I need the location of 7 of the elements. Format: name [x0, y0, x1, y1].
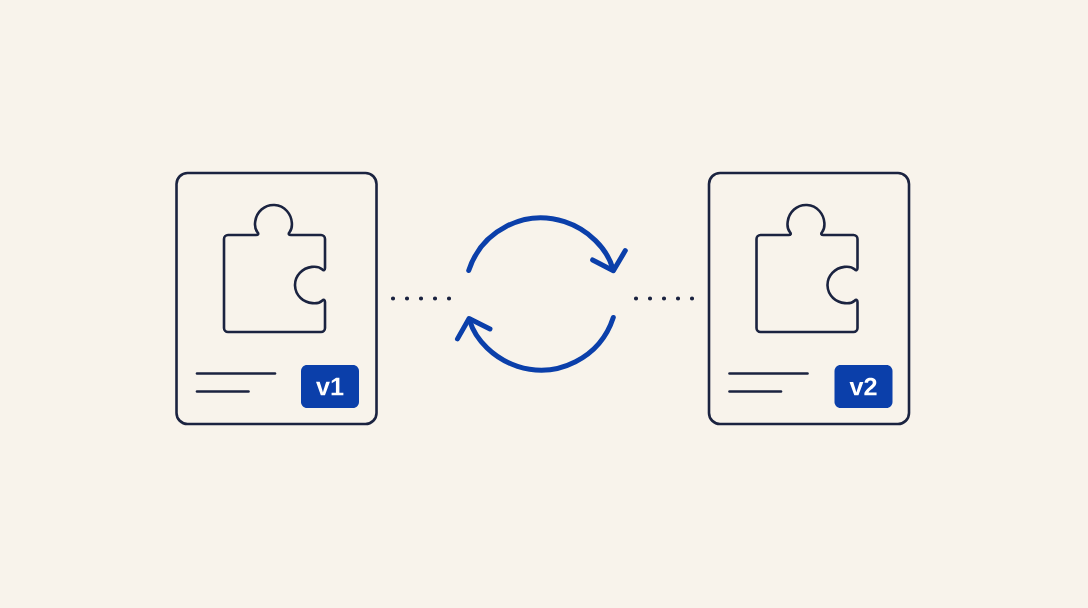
- version-badge: v1: [301, 365, 359, 408]
- dotted-connector: [390, 296, 452, 301]
- version-badge: v2: [834, 365, 893, 408]
- dotted-connector: [633, 296, 695, 301]
- card: [175, 171, 378, 426]
- cycle-arrows-icon: [455, 215, 628, 373]
- card: [707, 171, 911, 426]
